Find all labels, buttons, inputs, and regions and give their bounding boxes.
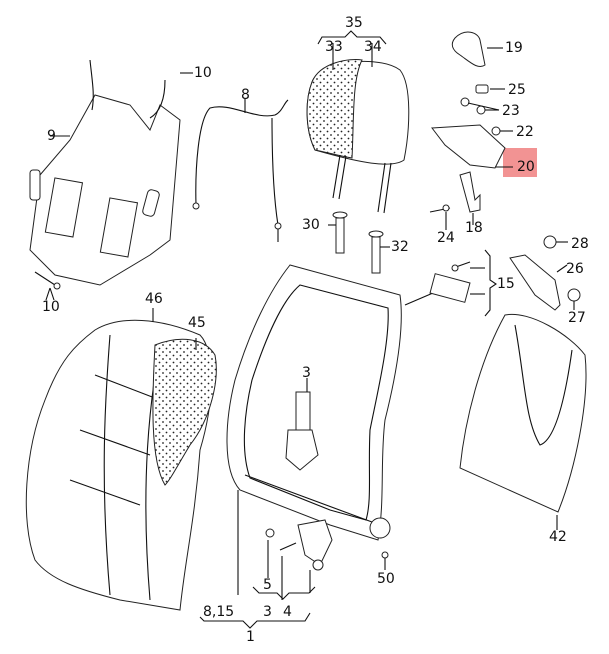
callout-4: 4 xyxy=(283,604,292,620)
backrest-frame xyxy=(226,264,441,595)
bracket-1 xyxy=(199,612,311,629)
callout-22: 22 xyxy=(516,124,534,140)
callout-46: 46 xyxy=(145,291,163,307)
hinge-parts xyxy=(429,235,581,317)
callout-20[interactable]: 20 xyxy=(517,159,535,175)
cable xyxy=(192,99,289,242)
callout-9: 9 xyxy=(47,128,56,144)
headrest-guides xyxy=(328,211,390,274)
highlight-box-20 xyxy=(503,148,537,177)
callout-18: 18 xyxy=(465,220,483,236)
callout-35: 35 xyxy=(345,15,363,31)
bracket-15 xyxy=(484,249,497,317)
bracket-35 xyxy=(317,30,387,45)
lock-mechanism xyxy=(265,519,389,600)
callout-33: 33 xyxy=(325,39,343,55)
callout-30: 30 xyxy=(302,217,320,233)
callout-45: 45 xyxy=(188,315,206,331)
callout-1: 1 xyxy=(246,629,255,645)
lumbar-frame xyxy=(29,59,193,301)
callout-19: 19 xyxy=(505,40,523,56)
backrest-cover xyxy=(25,308,217,611)
callout-8-15: 8,15 xyxy=(203,604,235,620)
callout-10-top: 10 xyxy=(194,65,212,81)
callout-32: 32 xyxy=(391,239,409,255)
callout-23: 23 xyxy=(502,103,520,119)
callout-27: 27 xyxy=(568,310,586,326)
callout-5: 5 xyxy=(263,577,272,593)
callout-42: 42 xyxy=(549,529,567,545)
callout-15: 15 xyxy=(497,276,515,292)
callout-24: 24 xyxy=(437,230,455,246)
callout-50: 50 xyxy=(377,571,395,587)
callout-34: 34 xyxy=(364,39,382,55)
bracket-3-4 xyxy=(252,586,316,600)
callout-3-motor: 3 xyxy=(302,365,311,381)
callout-25: 25 xyxy=(508,82,526,98)
callout-28: 28 xyxy=(571,236,589,252)
rear-panel xyxy=(459,313,587,530)
callout-26: 26 xyxy=(566,261,584,277)
callout-10-bottom: 10 xyxy=(42,299,60,315)
callout-8: 8 xyxy=(241,87,250,103)
trim-parts xyxy=(429,31,513,230)
callout-3-bottom: 3 xyxy=(263,604,272,620)
headrest xyxy=(306,43,410,214)
